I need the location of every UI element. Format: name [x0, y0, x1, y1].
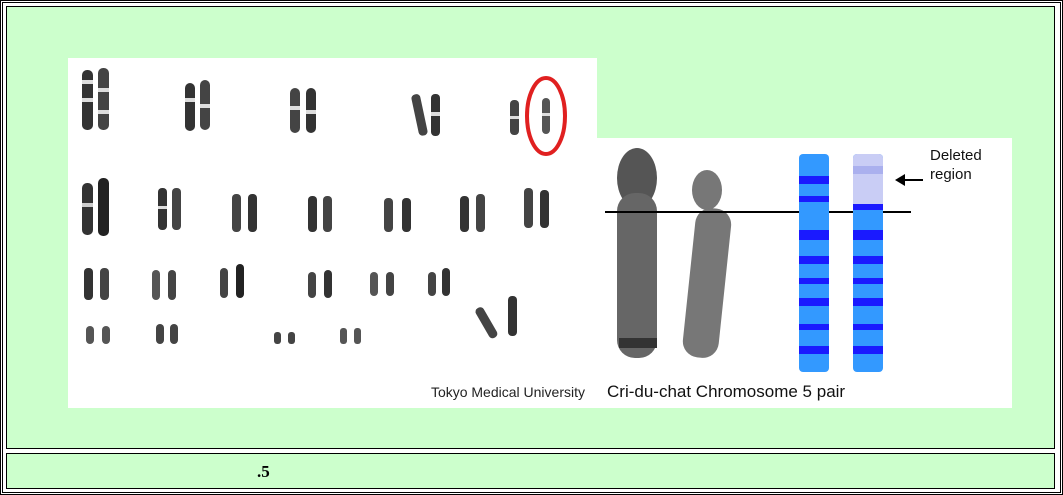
figure-cell: Tokyo Medical University — [6, 6, 1055, 449]
chromosome-pair-12 — [524, 188, 549, 228]
chromosome-pair-13 — [84, 268, 109, 300]
karyotype-image: Tokyo Medical University — [68, 58, 597, 408]
chromosome-pair-17 — [370, 272, 394, 296]
chromosome-pair-19 — [86, 326, 110, 344]
chromosome-pair-18 — [428, 268, 450, 296]
chromosome-pair-20 — [156, 324, 178, 344]
deleted-region-label: Deleted region — [930, 146, 982, 184]
ideogram-normal — [799, 154, 829, 372]
deleted-label-line1: Deleted — [930, 146, 982, 165]
cri-du-chat-caption: Cri-du-chat Chromosome 5 pair — [607, 382, 845, 402]
deleted-label-line2: region — [930, 165, 982, 184]
chromosome-pair-9 — [308, 196, 332, 232]
chromosome-pair-15 — [220, 264, 244, 298]
chromosome-pair-22 — [340, 328, 361, 344]
chromosome-pair-11 — [460, 194, 485, 232]
karyotype-drawing — [68, 58, 597, 408]
caption-cell: .5 — [6, 453, 1055, 489]
ideogram-deleted — [853, 154, 883, 372]
karyotype-credit: Tokyo Medical University — [431, 384, 585, 400]
chromosome-pair-2 — [185, 80, 210, 131]
chromosome-pair-1 — [82, 68, 109, 130]
cri-du-chat-image: Deleted region Cri-du-chat Chromosome 5 … — [597, 138, 1012, 408]
figure-number: .5 — [257, 462, 270, 482]
arrow-left-icon — [895, 174, 923, 186]
sex-chromosomes — [474, 296, 517, 340]
chromosome-pair-7 — [158, 188, 181, 230]
chromosome-pair-10 — [384, 198, 411, 232]
photo-chromosome-left — [617, 148, 657, 358]
chromosome-pair-16 — [308, 270, 332, 298]
chromosome-pair-3 — [290, 88, 316, 133]
chromosome-pair-4 — [411, 93, 440, 136]
chromosome-pair-14 — [152, 270, 176, 300]
chromosome-pair-8 — [232, 194, 257, 232]
chromosome-pair-21 — [274, 332, 295, 344]
chromosome-pair-6 — [82, 178, 109, 236]
photo-chromosome-right — [681, 170, 732, 359]
